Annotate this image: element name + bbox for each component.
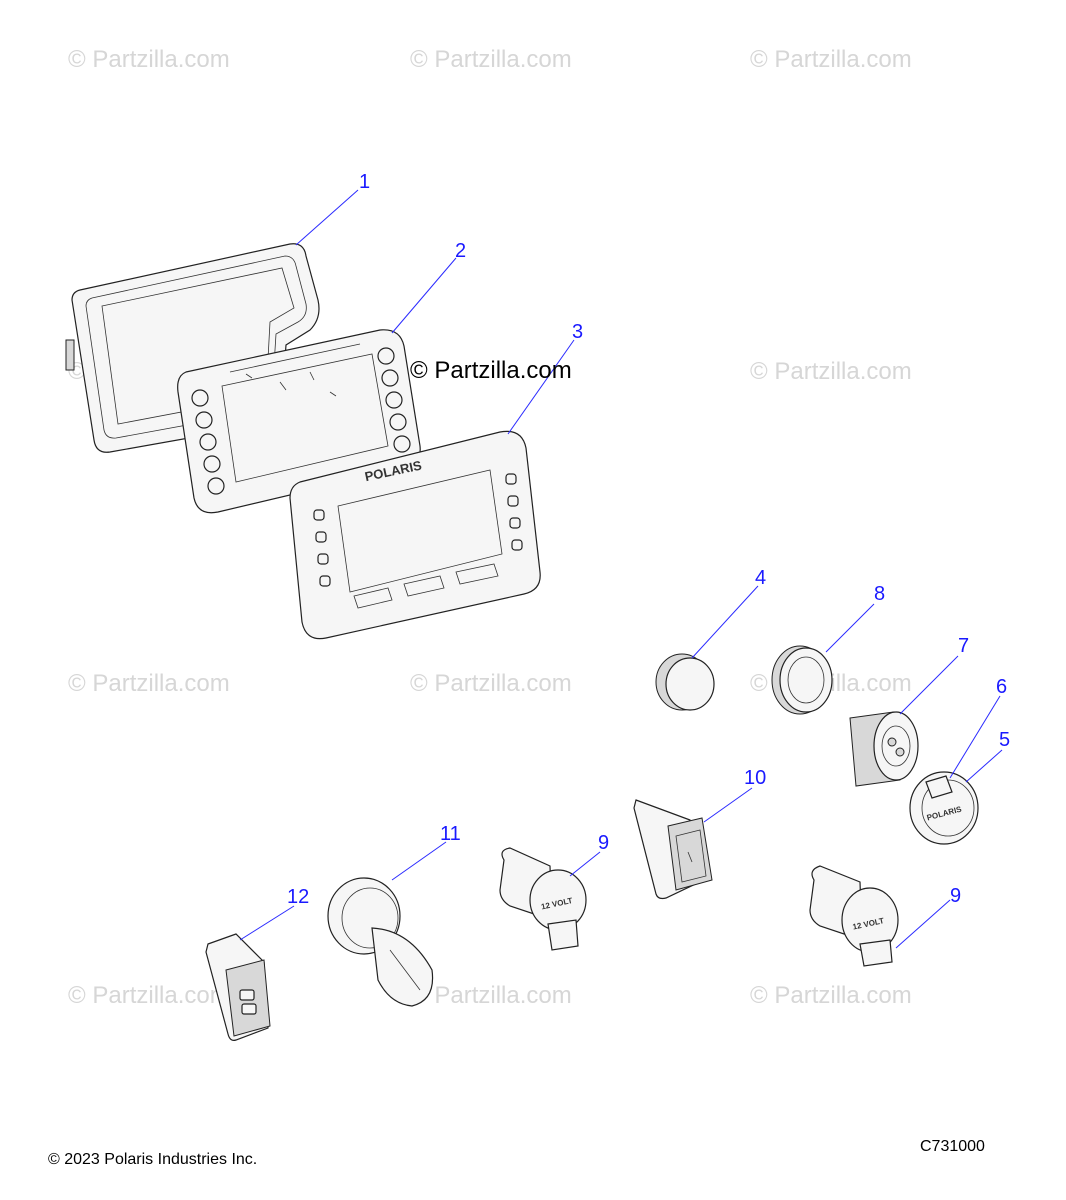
callout-9-b: 9 (950, 885, 961, 907)
leader-1 (295, 189, 359, 246)
part-8-nut[interactable] (771, 645, 833, 715)
callout-6: 6 (996, 676, 1007, 698)
watermark: © Partzilla.com (410, 670, 572, 697)
watermark: © Partzilla.com (68, 46, 230, 73)
leader-2 (391, 257, 457, 334)
callout-5: 5 (999, 729, 1010, 751)
leader-7 (899, 655, 959, 715)
watermark: © Partzilla.com (410, 46, 572, 73)
leader-12 (239, 905, 295, 941)
callout-2: 2 (455, 240, 466, 262)
callout-3: 3 (572, 321, 583, 343)
callout-10: 10 (744, 767, 766, 789)
part-7-socket-housing[interactable] (849, 711, 919, 787)
leader-3 (507, 339, 575, 435)
part-12-switch[interactable] (205, 933, 271, 1041)
watermark: © Partzilla.com (750, 358, 912, 385)
leader-9b (895, 899, 951, 949)
part-4-plug-cap[interactable] (655, 653, 715, 711)
callout-4: 4 (755, 567, 766, 589)
watermark: © Partzilla.com (68, 670, 230, 697)
leader-11 (391, 841, 447, 881)
callout-9-a: 9 (598, 832, 609, 854)
watermark: © Partzilla.com (410, 982, 572, 1009)
part-5-6-socket-cap[interactable]: POLARIS (909, 771, 979, 845)
diagram-code: C731000 (920, 1138, 985, 1155)
leader-6 (949, 695, 1001, 779)
callout-11: 11 (440, 823, 461, 845)
leader-8 (825, 603, 875, 653)
copyright-text: © 2023 Polaris Industries Inc. (48, 1151, 258, 1168)
leader-10 (703, 787, 753, 823)
callout-1: 1 (359, 171, 370, 193)
part-3-bezel[interactable]: POLARIS (289, 430, 541, 640)
callout-12: 12 (287, 886, 309, 908)
callout-8: 8 (874, 583, 885, 605)
leader-9a (569, 851, 601, 877)
part-11-ignition-switch[interactable] (327, 877, 434, 1007)
part-9-socket-b[interactable]: 12 VOLT (809, 865, 899, 967)
watermark: © Partzilla.com (68, 982, 230, 1009)
center-watermark: © Partzilla.com (410, 357, 572, 384)
part-10-rocker-switch[interactable] (633, 799, 713, 900)
leader-4 (691, 585, 759, 659)
part-9-socket-a[interactable]: 12 VOLT (499, 847, 587, 951)
leader-5 (965, 749, 1003, 783)
watermark: © Partzilla.com (750, 982, 912, 1009)
watermark: © Partzilla.com (750, 46, 912, 73)
callout-7: 7 (958, 635, 969, 657)
